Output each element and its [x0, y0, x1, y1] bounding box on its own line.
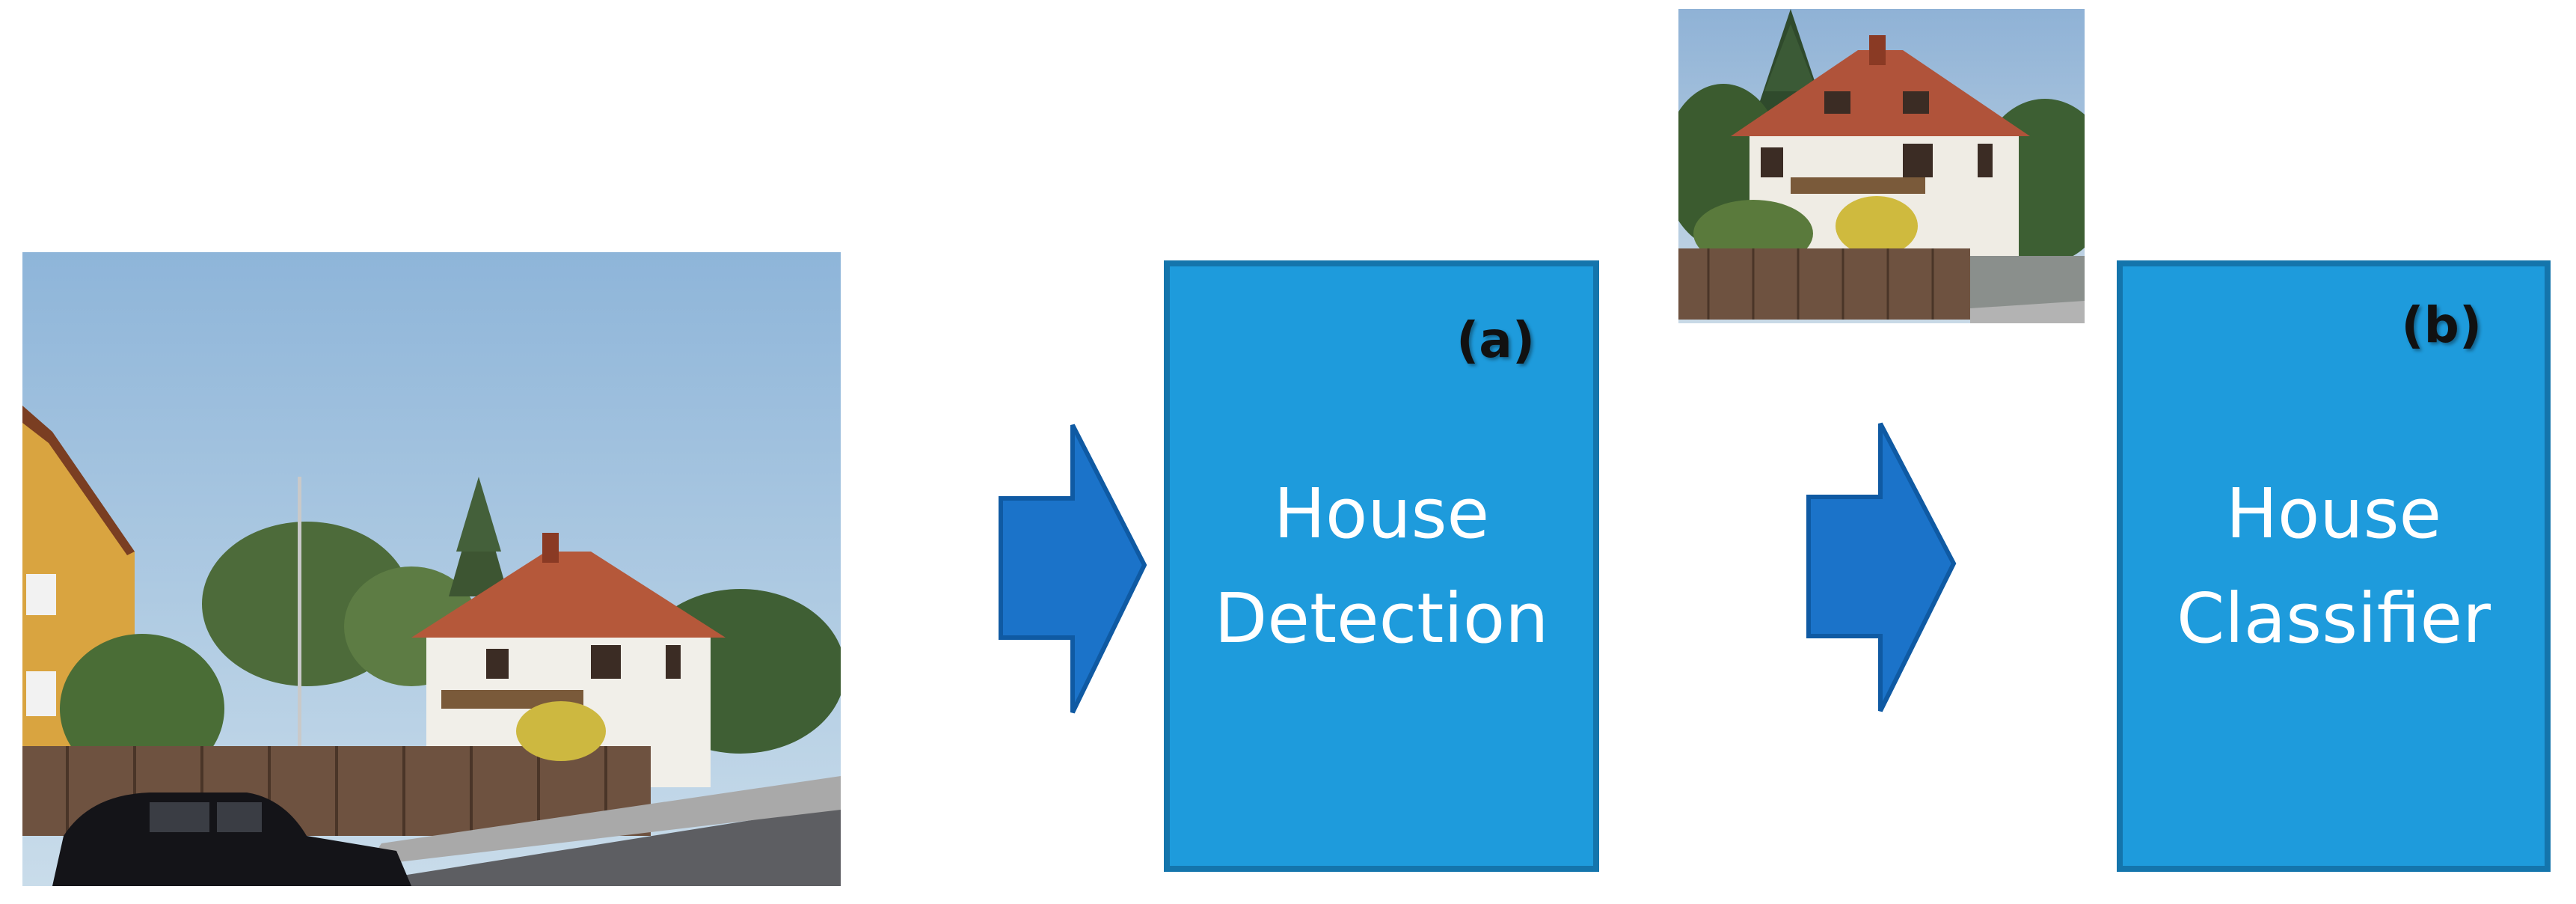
- cropped-house-photo: [1678, 9, 2085, 323]
- step-label-line1: House: [1273, 473, 1490, 554]
- step-label: House Classifier: [2123, 266, 2545, 866]
- step-tag: (b): [2401, 296, 2482, 354]
- step-label-line1: House: [2225, 473, 2442, 554]
- arrow-right-icon: [998, 419, 1149, 718]
- arrow-right-icon: [1806, 418, 1958, 717]
- street-scene-image: [22, 252, 841, 886]
- step-label-line2: Classifier: [2177, 578, 2491, 659]
- house-detection-box: (a) House Detection: [1164, 260, 1599, 872]
- step-label: House Detection: [1170, 266, 1593, 866]
- step-tag: (a): [1456, 311, 1535, 369]
- step-label-line2: Detection: [1214, 578, 1549, 659]
- cropped-house-image: [1678, 9, 2085, 323]
- input-street-photo: [22, 252, 841, 886]
- house-classifier-box: (b) House Classifier: [2117, 260, 2551, 872]
